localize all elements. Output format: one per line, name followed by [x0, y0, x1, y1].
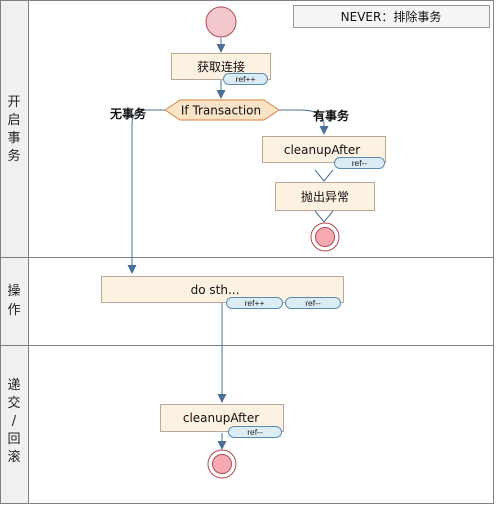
lane-char: 操 — [7, 283, 20, 299]
node-get-connection-label: 获取连接 — [197, 59, 245, 74]
edge-decision-has-transaction — [279, 109, 329, 135]
node-get-connection: 获取连接 — [171, 53, 271, 80]
edge-label-no-transaction: 无事务 — [109, 106, 147, 121]
lane-char: 作 — [7, 303, 20, 318]
tag-do-sth-ref-dec: ref-- — [285, 297, 341, 309]
end-node-top — [310, 222, 340, 252]
lane-header-column — [0, 0, 29, 504]
legend-text: NEVER：排除事务 — [341, 9, 442, 24]
node-cleanup-bottom: cleanupAfter — [160, 404, 284, 432]
lane-char: 开 — [7, 95, 20, 110]
lane-char: 递 — [7, 378, 20, 393]
tag-cleanup-top-ref: ref-- — [334, 157, 385, 169]
lane-label-open-transaction: 开 启 事 务 — [7, 95, 20, 164]
tag-do-sth-ref-inc: ref++ — [226, 297, 283, 309]
lane-char: 事 — [7, 131, 20, 146]
lane-char: / — [12, 414, 17, 429]
node-cleanup-bottom-label: cleanupAfter — [183, 411, 259, 425]
tag-label: ref++ — [236, 74, 256, 84]
edge-cleanup-to-throw — [314, 169, 334, 182]
node-decision: If Transaction — [164, 99, 280, 121]
lane-char: 启 — [7, 113, 20, 128]
lane-char: 务 — [7, 148, 20, 164]
lane-char: 交 — [7, 395, 20, 411]
node-throw-exception-label: 抛出异常 — [301, 189, 349, 204]
node-throw-exception: 抛出异常 — [275, 182, 375, 211]
legend-box: NEVER：排除事务 — [293, 5, 490, 28]
start-node — [205, 6, 237, 38]
node-cleanup-top-label: cleanupAfter — [284, 143, 360, 157]
lane-char: 回 — [7, 432, 20, 447]
tag-label: ref-- — [352, 158, 368, 168]
lane-label-operation: 操 作 — [7, 283, 20, 318]
edge-label-has-transaction: 有事务 — [313, 108, 350, 123]
lane-char: 滚 — [7, 449, 20, 465]
lane-label-commit-rollback: 递 交 / 回 滚 — [7, 378, 20, 465]
edge-throw-to-end — [314, 210, 334, 223]
tag-get-connection-ref: ref++ — [223, 73, 268, 85]
tag-label: ref-- — [305, 298, 321, 308]
node-cleanup-top: cleanupAfter — [262, 136, 386, 163]
tag-cleanup-bottom-ref: ref-- — [228, 426, 282, 438]
tag-label: ref-- — [247, 427, 263, 437]
edge-decision-no-transaction — [127, 109, 165, 274]
tag-label: ref++ — [245, 298, 265, 308]
end-node-bottom — [207, 449, 237, 479]
node-decision-label: If Transaction — [181, 104, 261, 118]
node-do-sth-label: do sth... — [191, 283, 240, 297]
